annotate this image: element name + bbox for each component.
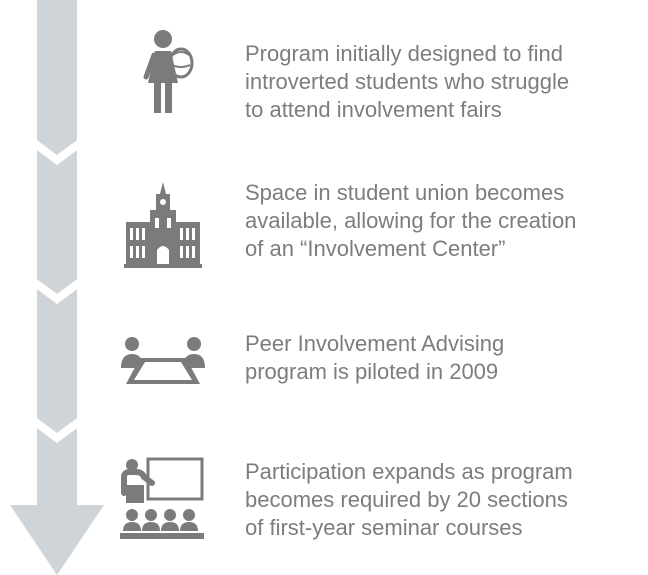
step-2-description: Space in student union becomes available… [245,180,577,261]
step-3-description: Peer Involvement Advising program is pil… [245,331,505,384]
timeline-arrow [10,0,104,575]
timeline-arrowhead [10,505,104,575]
student-with-backpack-icon [143,30,194,113]
student-union-building-icon [124,182,202,268]
timeline-chevron-1 [27,136,87,165]
step-1-description: Program initially designed to find intro… [245,41,570,122]
classroom-presentation-icon [120,457,204,539]
meeting-table-icon [121,337,205,384]
timeline-chevron-2 [27,275,87,304]
step-4-description: Participation expands as program becomes… [245,459,573,540]
timeline-chevron-3 [27,414,87,443]
